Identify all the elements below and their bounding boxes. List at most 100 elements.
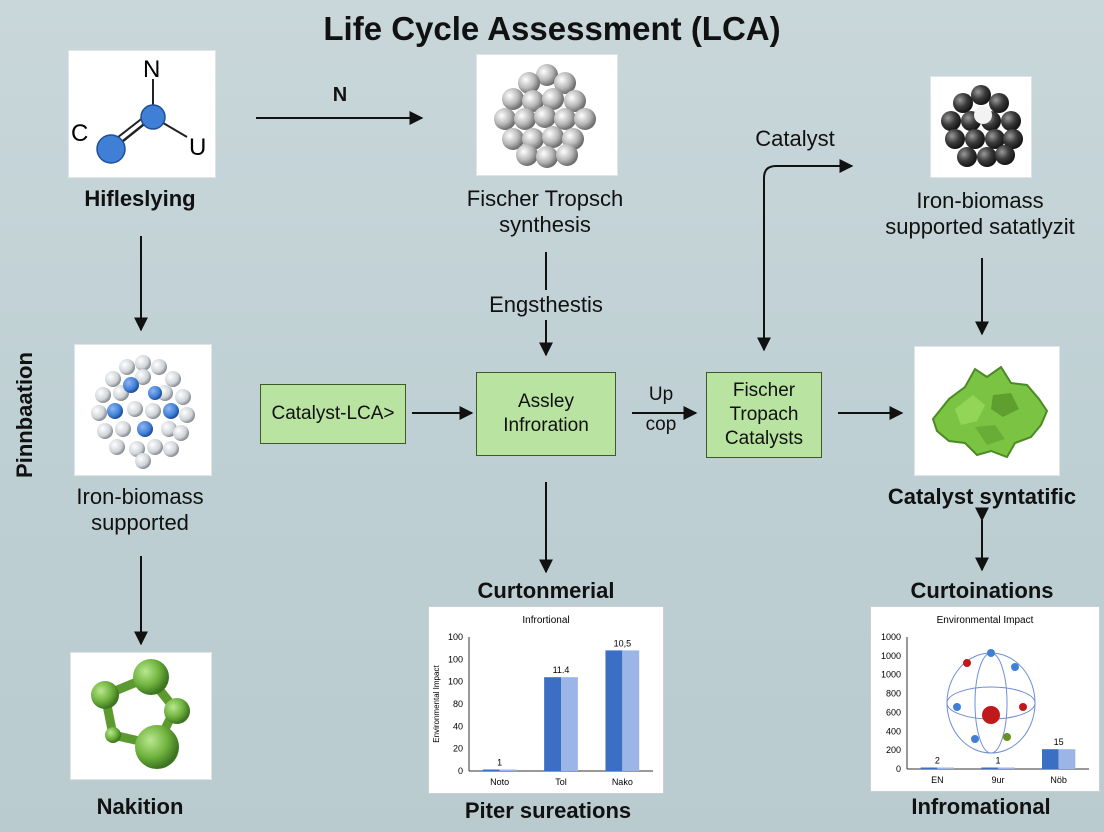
label-catalyst-top: Catalyst (755, 126, 835, 151)
fischer-box-line3: Catalysts (724, 427, 804, 449)
fischer-tropach-catalysts-box[interactable]: Fischer Tropach Catalysts (706, 372, 822, 458)
bar-Tol (544, 677, 561, 771)
y-tick-label: 400 (886, 726, 901, 736)
label-up-cop: Up cop (628, 384, 694, 437)
bar-data-label: 10,5 (614, 638, 632, 648)
chart-title: Infrortional (522, 615, 569, 626)
label-iron-biomass-sat-line1: Iron-biomass (916, 188, 1044, 213)
x-tick-label: Nöb (1050, 775, 1067, 785)
page-title: Life Cycle Assessment (LCA) (323, 10, 781, 47)
molecule-image: N C U (68, 50, 216, 178)
arrow-catalyst-elbow-up (763, 159, 854, 348)
sphere-atom (953, 703, 961, 711)
y-tick-label: 800 (886, 689, 901, 699)
molecule-graphic: N C U (71, 56, 206, 164)
assley-infroration-box[interactable]: Assley Infroration (476, 372, 616, 456)
y-axis-label: Environmental Impact (432, 665, 441, 743)
label-curtoinations: Curtoinations (910, 578, 1054, 603)
bar-shade-Tol (561, 677, 578, 771)
sphere-atom (1019, 703, 1027, 711)
label-iron-biomass-supported: Iron-biomass supported (40, 484, 240, 536)
molecule-letter-u: U (189, 134, 206, 161)
y-tick-label: 200 (886, 745, 901, 755)
label-hifleslying: Hifleslying (84, 186, 196, 211)
bar-shade-EN (937, 767, 955, 769)
blue-white-cluster (91, 355, 195, 469)
bar-Noto (482, 769, 500, 771)
bar-data-label: 15 (1054, 737, 1064, 747)
y-tick-label: 0 (896, 764, 901, 774)
bar-EN (920, 767, 938, 769)
label-cop: cop (645, 414, 677, 436)
label-fischer-synthesis-line1: Fischer Tropsch (466, 186, 624, 211)
grey-sphere-cluster (494, 64, 596, 168)
sphere-atom (963, 659, 971, 667)
nakition-molecule-image (70, 652, 212, 780)
label-catalyst-syntatific: Catalyst syntatific (887, 484, 1077, 509)
x-tick-label: EN (931, 775, 944, 785)
sphere-outline (946, 652, 1036, 754)
bar-shade-Noto (499, 769, 517, 771)
label-piter-sureations: Piter sureations (464, 798, 632, 823)
dark-sphere-cluster (941, 85, 1023, 167)
label-infromational: Infromational (911, 794, 1051, 819)
label-fischer-synthesis-line2: synthesis (499, 211, 591, 237)
green-crystal (931, 365, 1049, 459)
catalyst-lca-box[interactable]: Catalyst-LCA> (260, 384, 406, 444)
label-fischer-synthesis: Fischer Tropsch synthesis (420, 186, 670, 238)
x-tick-label: Nako (612, 777, 633, 787)
label-iron-biomass-satatlyzit: Iron-biomass supported satatlyzit (850, 188, 1104, 240)
sphere-atom (1003, 733, 1011, 741)
green-molecule (91, 659, 190, 769)
catalyst-crystal-image (914, 346, 1060, 476)
y-tick-label: 0 (458, 766, 463, 776)
catalyst-lca-box-label: Catalyst-LCA> (271, 403, 395, 425)
y-tick-label: 1000 (881, 670, 901, 680)
bar-data-label: 2 (935, 756, 940, 766)
sphere-meridian (974, 652, 1008, 754)
chart-environmental-impact-svg: Environmental Impact10001000100080060040… (881, 615, 1089, 785)
chart-title: Environmental Impact (937, 615, 1034, 626)
label-iron-biomass-sup-line2: supported (91, 509, 189, 535)
sphere-atom (971, 735, 979, 743)
label-engsthestis: Engsthestis (489, 292, 603, 317)
x-tick-label: Noto (490, 777, 509, 787)
bar-Nako (605, 650, 623, 771)
sphere-atom (987, 649, 995, 657)
bar-data-label: 1 (497, 758, 502, 768)
y-tick-label: 40 (453, 721, 463, 731)
label-nakition: Nakition (96, 794, 184, 819)
y-tick-label: 80 (453, 699, 463, 709)
sphere-core (982, 706, 1000, 724)
y-tick-label: 1000 (881, 632, 901, 642)
label-n-arrow: N (332, 84, 348, 106)
assley-box-line1: Assley (518, 391, 574, 413)
y-tick-label: 100 (448, 654, 463, 664)
bar-shade-Nako (622, 650, 640, 771)
label-iron-biomass-sup-line1: Iron-biomass (76, 484, 204, 509)
bar-Nöb (1041, 749, 1059, 769)
molecule-letter-c: C (71, 120, 88, 147)
bar-shade-Nöb (1058, 749, 1076, 769)
sphere-atom (1011, 663, 1019, 671)
fischer-cluster-image (476, 54, 618, 176)
fischer-box-line1: Fischer (732, 380, 796, 402)
label-iron-biomass-sat-line2: supported satatlyzit (885, 213, 1075, 239)
fischer-box-line2: Tropach (729, 404, 799, 426)
y-tick-label: 1000 (881, 651, 901, 661)
x-tick-label: Tol (555, 777, 567, 787)
assley-box-line2: Infroration (503, 415, 589, 436)
y-tick-label: 20 (453, 744, 463, 754)
bar-shade-9ur (998, 767, 1015, 769)
molecule-letter-n: N (143, 56, 160, 83)
bar-9ur (981, 767, 998, 769)
label-curtonmerial: Curtonmerial (477, 578, 615, 603)
x-tick-label: 9ur (991, 775, 1004, 785)
bar-data-label: 1 (995, 756, 1000, 766)
chart-decorative-sphere (946, 649, 1036, 754)
label-up: Up (648, 384, 674, 405)
y-tick-label: 100 (448, 677, 463, 687)
